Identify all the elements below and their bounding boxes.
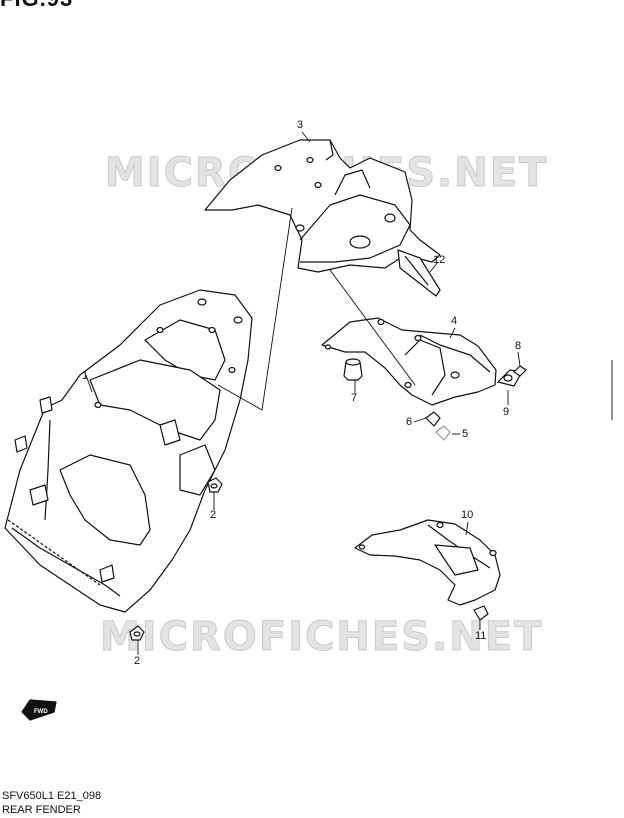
callout-6: 6	[406, 416, 413, 428]
callout-10: 10	[461, 509, 474, 521]
callout-2-upper: 2	[210, 509, 217, 521]
part-2-bolt-upper	[207, 477, 223, 493]
part-8-screw	[513, 365, 527, 377]
fwd-arrow-icon: FWD	[21, 699, 57, 721]
diagram-title: REAR FENDER	[2, 804, 81, 816]
callout-7: 7	[351, 392, 358, 404]
callout-5: 5	[462, 428, 469, 440]
callout-1: 1	[82, 370, 89, 382]
part-12-bracket	[397, 249, 441, 297]
part-tail-cover	[204, 139, 441, 273]
figure-title: FIG.93	[0, 0, 73, 12]
part-rear-fender	[4, 289, 253, 613]
diagram-code: SFV650L1 E21_098	[2, 790, 102, 802]
callout-11: 11	[475, 630, 487, 642]
callout-3: 3	[297, 119, 304, 131]
callout-9: 9	[503, 406, 510, 418]
part-6-nut	[425, 411, 441, 427]
leader-lines	[85, 131, 613, 655]
part-5-washer	[435, 425, 451, 441]
callout-4: 4	[451, 315, 458, 327]
watermark-bottom: MICROFICHES.NET	[99, 614, 544, 661]
part-11-screw	[473, 605, 489, 621]
part-2-bolt-lower	[129, 625, 145, 641]
callout-8: 8	[515, 340, 522, 352]
fwd-label: FWD	[34, 709, 48, 715]
part-10-bracket	[354, 519, 501, 606]
callout-12: 12	[433, 254, 446, 266]
part-4-bracket	[321, 317, 497, 406]
part-7-grommet	[343, 358, 363, 381]
callout-2-lower: 2	[134, 655, 141, 667]
